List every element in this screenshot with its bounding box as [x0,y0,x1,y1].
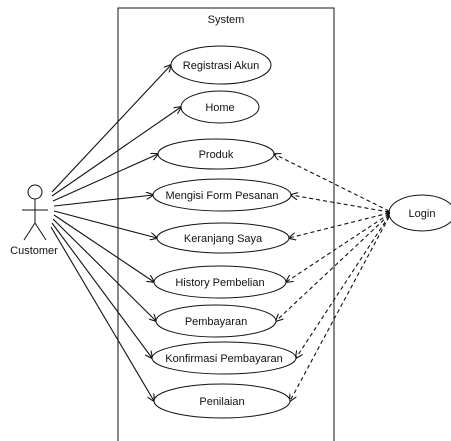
usecase-konfirmasi-pembayaran-label: Konfirmasi Pembayaran [165,353,282,365]
dependency-line-keranjang-saya [289,212,390,238]
usecase-registrasi-akun [170,45,272,85]
customer-actor-left-leg [23,222,36,241]
usecase-mengisi-form-pesanan-label: Mengisi Form Pesanan [165,190,278,202]
customer-actor [22,184,48,241]
usecase-keranjang-saya [156,222,290,254]
association-line-registrasi-akun [51,65,171,193]
dependency-origin-dot [385,210,391,216]
usecase-registrasi-akun-label: Registrasi Akun [183,60,259,72]
dependency-line-produk [274,154,390,212]
usecases: Registrasi Akun Home Produk Mengisi Form… [151,45,297,419]
usecase-history-pembelian [153,265,287,299]
association-line-produk [52,154,158,202]
usecase-produk-label: Produk [199,149,234,161]
usecase-pembayaran [155,304,277,338]
dependency-line-pembayaran [276,214,390,321]
association-line-history-pembelian [53,214,154,282]
association-line-konfirmasi-pembayaran [51,222,152,358]
system-title: System [208,14,245,26]
association-line-pembayaran [52,218,156,321]
association-line-mengisi-form-pesanan [53,195,153,207]
usecase-history-pembelian-label: History Pembelian [175,277,264,289]
usecase-konfirmasi-pembayaran [151,341,297,375]
customer-actor-right-leg [34,222,47,241]
association-lines [50,65,181,401]
include-dependencies [274,154,391,401]
usecase-login-label: Login [409,208,436,220]
usecase-home [180,90,260,124]
usecase-keranjang-saya-label: Keranjang Saya [184,233,263,245]
dependency-line-mengisi-form-pesanan [291,195,390,213]
usecase-penilaian [153,383,291,419]
usecase-penilaian-label: Penilaian [199,396,244,408]
usecase-produk [157,138,275,170]
association-line-penilaian [50,226,154,401]
association-line-home [51,107,181,197]
usecase-pembayaran-label: Pembayaran [185,316,247,328]
usecase-mengisi-form-pesanan [152,178,292,212]
dependency-line-penilaian [290,216,390,401]
customer-actor-head [27,184,43,200]
dependency-line-history-pembelian [286,213,390,282]
dependency-line-konfirmasi-pembayaran [296,215,390,358]
association-line-keranjang-saya [53,210,157,238]
customer-label: Customer [10,245,58,257]
usecase-home-label: Home [205,102,234,114]
